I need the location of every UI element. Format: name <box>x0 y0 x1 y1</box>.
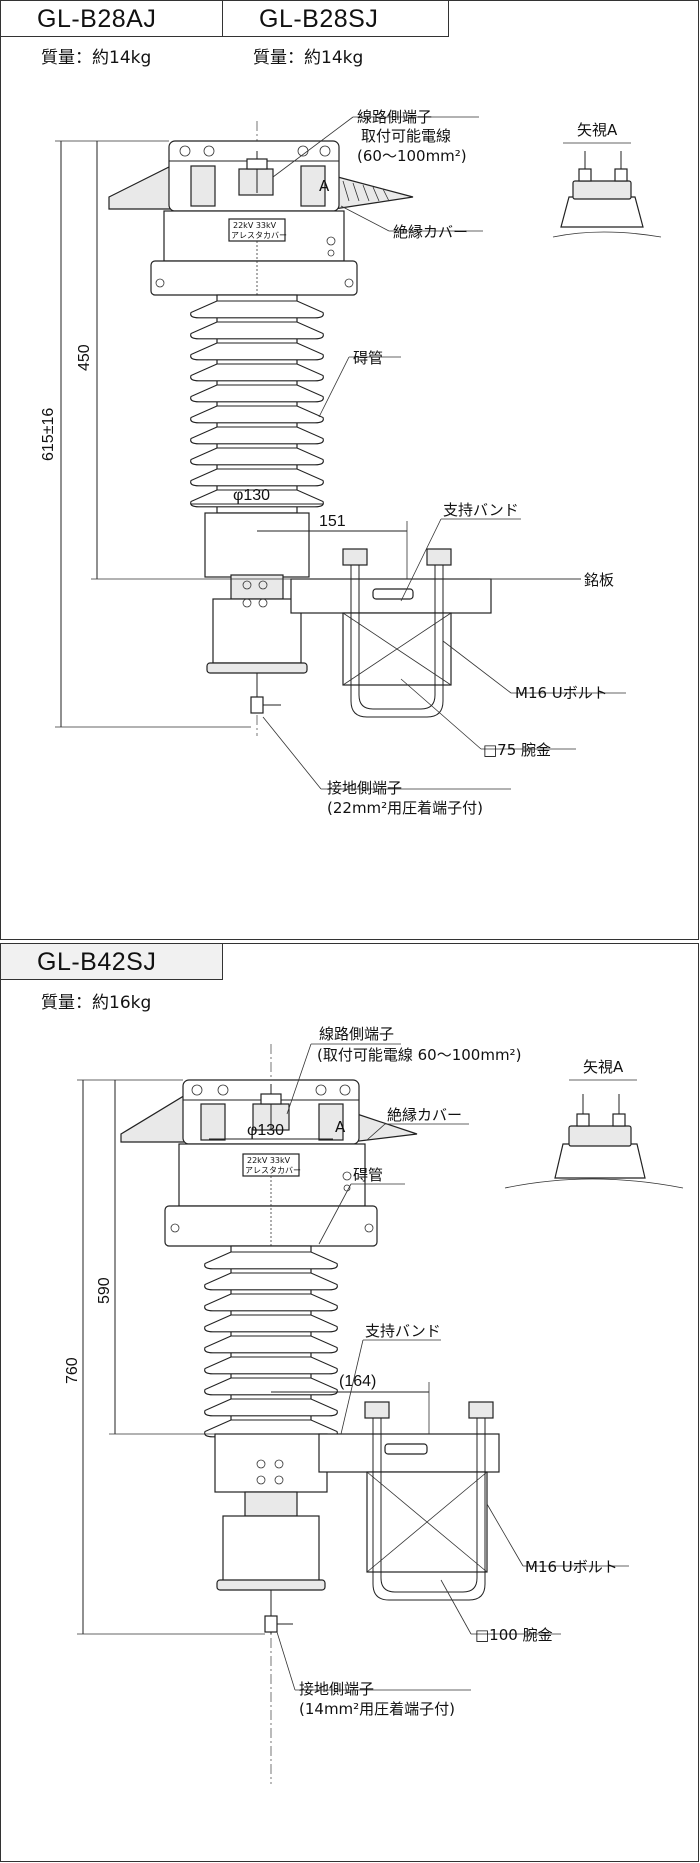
porcelain-shed <box>190 321 324 340</box>
label-ground-2: (14mm²用圧着端子付) <box>299 1700 455 1718</box>
label-view-a: 矢視A <box>583 1058 624 1076</box>
lower-body <box>214 1433 328 1634</box>
leader-lines <box>262 116 626 790</box>
label-plate: 銘板 <box>584 571 614 589</box>
dim-offset: 151 <box>319 513 346 530</box>
label-ground-2: (22mm²用圧着端子付) <box>327 799 483 817</box>
label-view-ref: A <box>335 1118 346 1136</box>
porcelain-shed <box>190 447 324 466</box>
label-band: 支持バンド <box>365 1322 441 1340</box>
label-line-wire-2: (60～100mm²) <box>357 147 467 165</box>
label-arm: □75 腕金 <box>483 741 551 759</box>
dimension-lines <box>55 140 581 728</box>
dimension-lines <box>77 1079 430 1635</box>
label-line-terminal: 線路側端子 <box>319 1025 394 1043</box>
porcelain-shed <box>190 489 324 508</box>
label-band: 支持バンド <box>443 501 519 519</box>
porcelain-shed <box>204 1251 338 1270</box>
nameplate-text-2: アレスタカバー <box>231 231 287 240</box>
support-band-clamp <box>204 512 310 578</box>
lower-body <box>204 512 310 714</box>
crossarm-assembly <box>318 1401 500 1601</box>
nameplate-text-1: 22kV 33kV <box>247 1156 291 1165</box>
porcelain-sheds <box>204 1245 338 1438</box>
nameplate-text-1: 22kV 33kV <box>233 221 277 230</box>
u-bolt <box>350 561 444 718</box>
dim-total: 760 <box>64 1357 81 1384</box>
panel-gl-b42: GL-B42SJ 質量：約16kg 22kV 33kV アレスタカバー <box>0 943 699 1862</box>
ground-terminal <box>250 696 264 714</box>
line-terminal-cap <box>120 1079 418 1145</box>
porcelain-shed <box>204 1272 338 1291</box>
label-ground-1: 接地側端子 <box>299 1680 374 1698</box>
arrester-drawing-bottom: 22kV 33kV アレスタカバー <box>64 1025 684 1784</box>
label-ground-1: 接地側端子 <box>327 779 402 797</box>
view-a-inset: 矢視A <box>504 1058 684 1189</box>
model-tab-gl-b28aj: GL-B28AJ <box>1 1 223 37</box>
label-porcelain: 碍管 <box>353 349 383 367</box>
porcelain-shed <box>190 342 324 361</box>
porcelain-sheds <box>190 294 324 514</box>
label-arm: □100 腕金 <box>475 1626 553 1644</box>
porcelain-shed <box>190 363 324 382</box>
leader-lines <box>276 1043 629 1691</box>
model-tab-gl-b42sj: GL-B42SJ <box>1 944 223 980</box>
porcelain-shed <box>190 405 324 424</box>
label-line-wire-1: 取付可能電線 <box>361 127 451 145</box>
label-line-wire: (取付可能電線 60～100mm²) <box>317 1046 521 1064</box>
label-view-ref: A <box>319 177 330 195</box>
porcelain-shed <box>190 384 324 403</box>
porcelain-shed <box>204 1314 338 1333</box>
dim-diameter: φ130 <box>233 487 270 504</box>
label-cover: 絶縁カバー <box>387 1106 462 1124</box>
dim-diameter: φ130 <box>247 1122 284 1139</box>
label-ubolt: M16 Uボルト <box>525 1558 618 1576</box>
dim-total: 615±16 <box>40 408 57 461</box>
view-a-inset: 矢視A <box>552 121 662 238</box>
porcelain-shed <box>204 1335 338 1354</box>
support-band-clamp <box>214 1433 328 1493</box>
label-ubolt: M16 Uボルト <box>515 684 608 702</box>
nameplate-text-2: アレスタカバー <box>245 1166 301 1175</box>
label-line-terminal: 線路側端子 <box>357 108 432 126</box>
dim-offset: (164) <box>339 1373 376 1390</box>
porcelain-shed <box>204 1293 338 1312</box>
porcelain-shed <box>204 1356 338 1375</box>
mass-label: 質量：約16kg <box>41 993 152 1013</box>
dim-height: 590 <box>96 1277 113 1304</box>
model-tab-gl-b28sj: GL-B28SJ <box>223 1 449 37</box>
mass-label-a: 質量：約14kg <box>41 48 152 68</box>
label-view-a: 矢視A <box>577 121 618 139</box>
porcelain-shed <box>190 300 324 319</box>
ground-terminal <box>264 1615 278 1633</box>
panel-gl-b28: GL-B28AJ GL-B28SJ 質量：約14kg 質量：約14kg 22kV <box>0 0 699 940</box>
crossarm-assembly <box>290 548 492 718</box>
dim-height: 450 <box>76 344 93 371</box>
insulation-cover: 22kV 33kV アレスタカバー <box>164 1143 378 1250</box>
mass-label-b: 質量：約14kg <box>253 48 364 68</box>
u-bolt <box>372 1414 486 1601</box>
porcelain-shed <box>190 426 324 445</box>
porcelain-shed <box>204 1377 338 1396</box>
label-porcelain: 碍管 <box>353 1166 383 1184</box>
porcelain-shed <box>204 1398 338 1417</box>
arrester-drawing-top: 22kV 33kV アレスタカバー <box>40 108 662 817</box>
porcelain-shed <box>190 468 324 487</box>
line-terminal-cap <box>108 140 414 212</box>
label-cover: 絶縁カバー <box>393 223 468 241</box>
insulation-cover: 22kV 33kV アレスタカバー <box>150 210 358 301</box>
